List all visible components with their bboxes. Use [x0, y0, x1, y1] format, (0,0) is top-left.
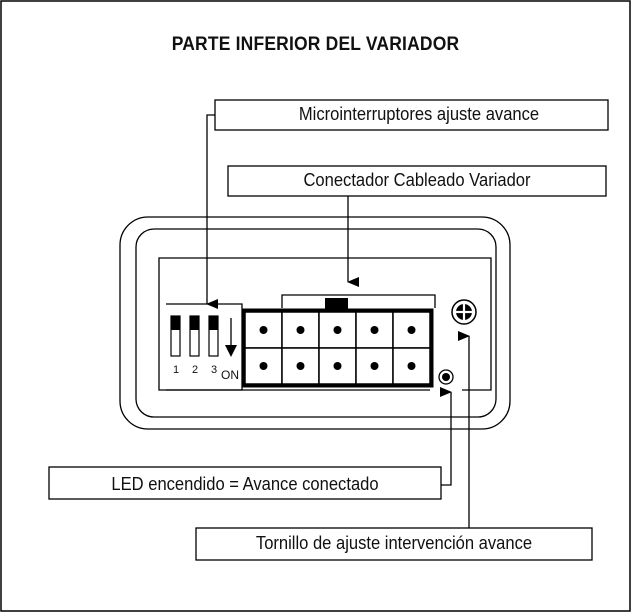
connector-pin [370, 362, 379, 370]
microswitch-label: Microinterruptores ajuste avance [298, 104, 540, 124]
dip-switch-number-3: 3 [210, 364, 218, 376]
connector-pin [296, 326, 305, 334]
led-indicator-core [442, 373, 450, 381]
connector-label: Conectador Cableado Variador [303, 170, 531, 190]
microswitch-label-box [214, 99, 609, 131]
led-label-box [48, 466, 442, 500]
dip-switch-number-2: 2 [191, 364, 199, 376]
on-direction-arrow-icon [225, 345, 237, 357]
dip-switch-2 [189, 315, 200, 357]
screw-label-box [195, 527, 593, 561]
adjustment-screw-icon [451, 299, 477, 325]
connector-pin [296, 362, 305, 370]
connector-block [241, 294, 436, 388]
connector-pin [259, 362, 268, 370]
connector-pin [333, 326, 342, 334]
screw-label: Tornillo de ajuste intervención avance [255, 533, 533, 553]
connector-pin [407, 326, 416, 334]
microswitch-leader-line [206, 114, 218, 309]
connector-pin [407, 362, 416, 370]
connector-latch [325, 298, 348, 311]
connector-pin [333, 362, 342, 370]
connector-pins [244, 311, 431, 385]
dip-switch-3 [208, 315, 219, 357]
connector-label-box [227, 165, 607, 197]
led-leader-line [440, 387, 452, 486]
connector-pin [370, 326, 379, 334]
device-housing-outer [119, 216, 511, 430]
led-label: LED encendido = Avance conectado [111, 474, 379, 494]
dip-switch-number-1: 1 [172, 364, 180, 376]
connector-top-outline [281, 294, 436, 308]
connector-pin [259, 326, 268, 334]
device-housing-inner [135, 228, 497, 418]
dip-switch-on-label: ON [221, 368, 239, 382]
diagram-title: PARTE INFERIOR DEL VARIADOR [171, 34, 460, 55]
dip-switch-1 [170, 315, 181, 357]
